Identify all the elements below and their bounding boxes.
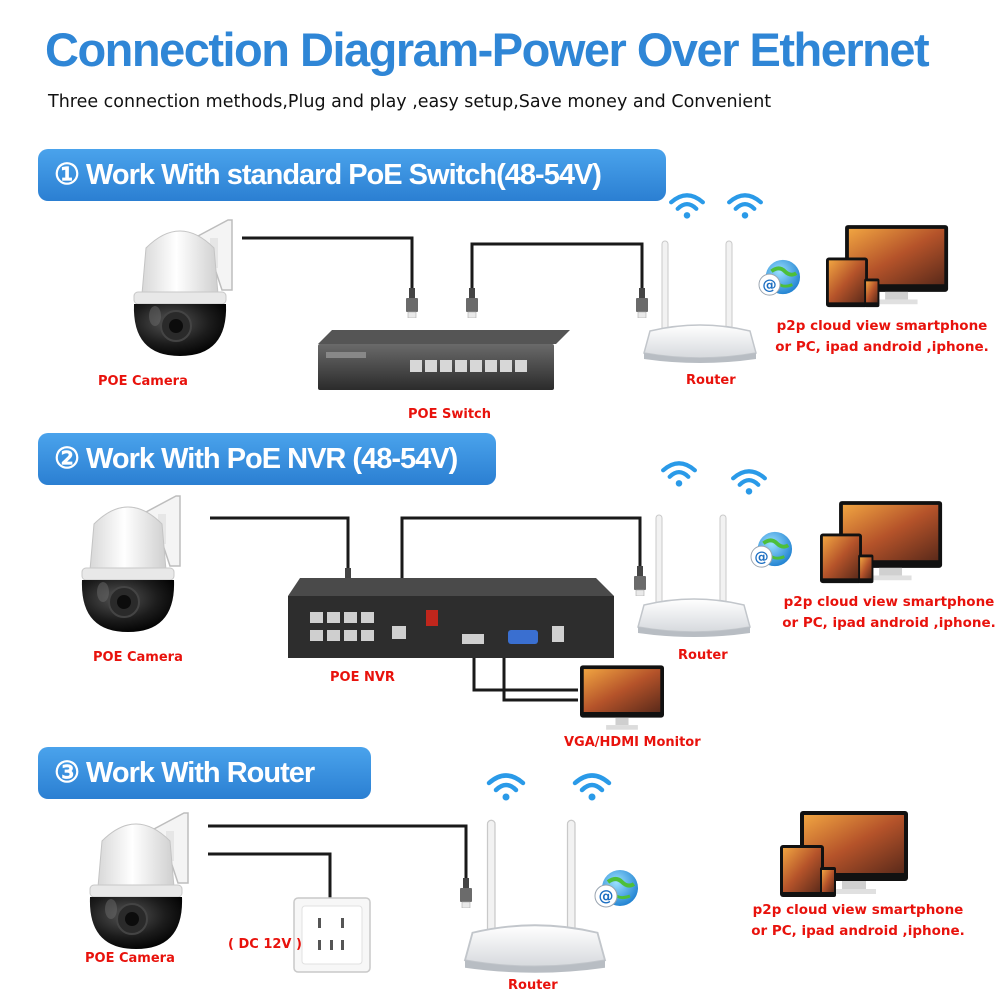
wifi-icon xyxy=(575,776,609,801)
monitor-icon xyxy=(580,665,664,730)
router-icon xyxy=(637,514,751,638)
router-label-1: Router xyxy=(686,373,736,388)
cloud-text-1: p2p cloud view smartphone or PC, ipad an… xyxy=(775,316,989,358)
wifi-icon xyxy=(489,776,523,801)
cloud-line-1: p2p cloud view smartphone xyxy=(776,318,988,334)
cloud-line-2: or PC, ipad android ,iphone. xyxy=(782,615,996,631)
cloud-line-1: p2p cloud view smartphone xyxy=(783,594,995,610)
rj45-plug-icon xyxy=(459,878,473,908)
wifi-icon xyxy=(663,463,695,486)
nvr-icon xyxy=(288,578,614,658)
devices-icon xyxy=(826,225,949,308)
rj45-plug-icon xyxy=(633,566,647,596)
camera-label-2: POE Camera xyxy=(93,650,183,665)
rj45-plug-icon xyxy=(635,288,649,318)
globe-at-icon xyxy=(757,257,802,298)
globe-at-icon xyxy=(749,529,794,570)
poe-switch-icon xyxy=(318,330,570,390)
monitor-label: VGA/HDMI Monitor xyxy=(564,735,701,750)
banner-method-3: ③ Work With Router xyxy=(38,747,371,799)
cloud-line-1: p2p cloud view smartphone xyxy=(752,902,964,918)
rj45-plug-icon xyxy=(405,288,419,318)
router-label-3: Router xyxy=(508,978,558,993)
cloud-text-2: p2p cloud view smartphone or PC, ipad an… xyxy=(782,592,996,634)
method-2-cables xyxy=(210,516,642,702)
power-label: ( DC 12V ) xyxy=(228,937,302,952)
banner-method-2: ② Work With PoE NVR (48-54V) xyxy=(38,433,496,485)
router-icon xyxy=(464,819,606,974)
wifi-signals-3 xyxy=(489,776,609,801)
router-icon xyxy=(643,240,757,364)
camera-icon xyxy=(132,219,233,357)
page-subtitle: Three connection methods,Plug and play ,… xyxy=(48,92,772,112)
cloud-text-3: p2p cloud view smartphone or PC, ipad an… xyxy=(751,900,965,942)
switch-label: POE Switch xyxy=(408,407,491,422)
method-1-cables xyxy=(242,236,644,290)
page-title: Connection Diagram-Power Over Ethernet xyxy=(45,23,930,76)
banner-method-1: ① Work With standard PoE Switch(48-54V) xyxy=(38,149,666,201)
wifi-icon xyxy=(671,195,703,218)
wifi-signals-2 xyxy=(663,463,765,494)
devices-icon xyxy=(820,501,943,584)
cloud-line-2: or PC, ipad android ,iphone. xyxy=(775,339,989,355)
devices-icon xyxy=(780,811,908,897)
camera-label-3: POE Camera xyxy=(85,951,175,966)
wifi-icon xyxy=(729,195,761,218)
wifi-signals-1 xyxy=(671,195,761,218)
camera-icon xyxy=(80,495,181,633)
rj45-plug-icon xyxy=(465,288,479,318)
camera-label-1: POE Camera xyxy=(98,374,188,389)
cloud-line-2: or PC, ipad android ,iphone. xyxy=(751,923,965,939)
wifi-icon xyxy=(733,471,765,494)
globe-at-icon xyxy=(593,868,640,909)
method-3-cables xyxy=(208,824,468,898)
camera-icon xyxy=(88,811,190,951)
nvr-label: POE NVR xyxy=(330,670,395,685)
power-outlet-icon xyxy=(293,897,371,973)
router-label-2: Router xyxy=(678,648,728,663)
